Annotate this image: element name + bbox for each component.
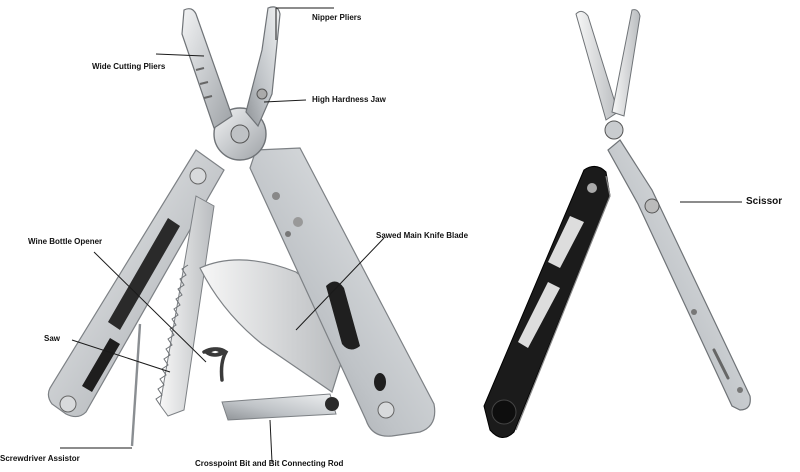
- scissor-handle-arm: [607, 139, 751, 411]
- black-handle-screw: [587, 183, 597, 193]
- label-wine-bottle-opener: Wine Bottle Opener: [28, 237, 103, 246]
- black-handle-edge: [515, 175, 611, 431]
- bit-rod-knob: [325, 397, 339, 411]
- label-high-hardness-jaw: High Hardness Jaw: [312, 95, 386, 104]
- crosspoint-bit-rod: [221, 393, 337, 421]
- folding-scissor-tool: [483, 9, 751, 438]
- scissor-arm-slot: [712, 348, 730, 380]
- multitool: [47, 6, 436, 447]
- right-handle-slot: [326, 281, 360, 350]
- label-saw: Saw: [44, 334, 61, 343]
- left-handle-cutout: [108, 218, 180, 330]
- label-screwdriver-assistor: Screwdriver Assistor: [0, 454, 80, 463]
- right-handle-dot-3: [285, 231, 291, 237]
- callout-line-high-hardness: [263, 99, 307, 103]
- left-handle-screw-bottom: [59, 395, 77, 413]
- right-handle-screw: [377, 401, 395, 419]
- label-sawed-main-knife-blade: Sawed Main Knife Blade: [376, 231, 469, 240]
- screwdriver-assistor-wire: [130, 323, 142, 447]
- nipper-jaw: [245, 6, 281, 128]
- callout-line-saw: [71, 339, 171, 373]
- label-wide-cutting-pliers: Wide Cutting Pliers: [92, 62, 166, 71]
- callout-line-wide-cutting: [155, 53, 205, 57]
- saw-blade: [159, 195, 215, 417]
- scissor-arm-dot-2: [737, 387, 743, 393]
- corkscrew: [202, 347, 229, 382]
- scissor-arm-rivet: [644, 198, 660, 214]
- callout-lines: [60, 7, 742, 463]
- black-handle-bottom-button: [491, 399, 517, 425]
- right-handle-keyhole: [374, 373, 386, 391]
- right-handle-dot-1: [272, 192, 280, 200]
- scissor-arm-dot: [691, 309, 697, 315]
- wide-cutting-jaw: [181, 8, 233, 129]
- left-handle-slot: [82, 338, 120, 392]
- pivot-screw: [230, 124, 250, 144]
- label-crosspoint-bit: Crosspoint Bit and Bit Connecting Rod: [195, 459, 344, 468]
- black-handle-cutout-1: [548, 216, 584, 268]
- saw-teeth: [155, 264, 189, 406]
- callout-line-sawed-knife: [295, 237, 385, 331]
- right-handle-dot-2: [293, 217, 303, 227]
- scissor-blade-right: [611, 9, 641, 117]
- left-handle-screw-top: [189, 167, 207, 185]
- jaw-rivet: [256, 88, 268, 100]
- black-handle-cutout-2: [518, 282, 560, 348]
- label-nipper-pliers: Nipper Pliers: [312, 13, 362, 22]
- label-scissor: Scissor: [746, 196, 783, 207]
- scissor-pivot: [604, 120, 624, 140]
- callout-line-crosspoint: [269, 419, 273, 463]
- scissor-blade-left: [575, 10, 619, 121]
- jaw-teeth: [195, 67, 213, 99]
- callout-line-wine-opener: [93, 251, 207, 363]
